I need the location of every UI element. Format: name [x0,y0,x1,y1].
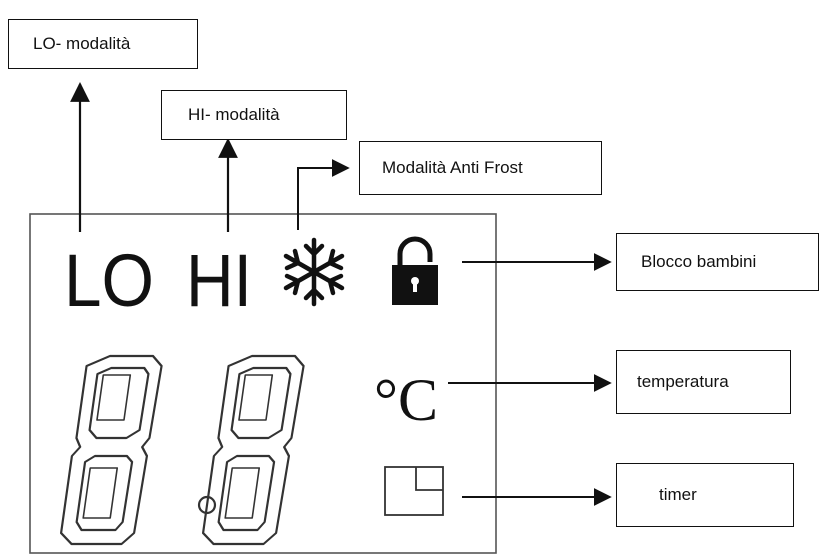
label-hi-mode: HI- modalità [161,90,347,140]
label-timer: timer [616,463,794,527]
label-timer-text: timer [659,485,697,504]
padlock-icon [392,236,438,305]
label-hi-mode-text: HI- modalità [188,105,280,124]
digit-1 [59,354,163,546]
hi-indicator: HI [186,239,252,322]
label-temperature-text: temperatura [637,372,729,391]
seven-segment-digits [59,354,305,546]
timer-icon [384,466,444,516]
lo-indicator: LO [64,239,154,322]
celsius-symbol: °C [374,367,438,433]
digit-2 [201,354,305,546]
snowflake-icon [283,237,345,307]
label-child-lock-text: Blocco bambini [641,252,757,271]
label-lo-mode-text: LO- modalità [33,34,131,53]
label-temperature: temperatura [616,350,791,414]
label-child-lock: Blocco bambini [616,233,819,291]
decimal-point [197,495,217,515]
label-lo-mode: LO- modalità [8,19,198,69]
label-anti-frost-text: Modalità Anti Frost [382,158,523,177]
label-anti-frost: Modalità Anti Frost [359,141,602,195]
arrow-anti-frost [297,159,350,230]
